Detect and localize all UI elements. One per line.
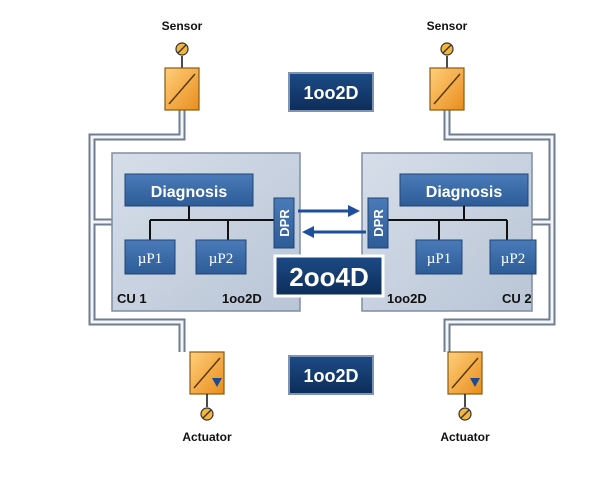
cu-name-left: CU 1 bbox=[117, 291, 147, 306]
actuator-label-left: Actuator bbox=[182, 430, 232, 444]
badge-bottom: 1oo2D bbox=[288, 355, 374, 395]
cu-mode-left: 1oo2D bbox=[222, 291, 262, 306]
actuator-arrow-icon bbox=[212, 378, 222, 387]
up1-label-left: µP1 bbox=[138, 251, 163, 267]
sensor-right: Sensor bbox=[427, 19, 468, 111]
bus-left bbox=[149, 206, 274, 240]
badge-middle-label: 2oo4D bbox=[289, 262, 368, 292]
up2-label-right: µP2 bbox=[501, 251, 526, 267]
terminal-icon bbox=[200, 407, 214, 421]
badge-middle: 2oo4D bbox=[273, 254, 385, 298]
arrow-left-head bbox=[302, 226, 314, 238]
terminal-icon bbox=[440, 42, 454, 56]
control-unit-2: Diagnosis µP1 µP2 DPR 1oo2D CU 2 bbox=[361, 152, 537, 312]
sensor-label-right: Sensor bbox=[427, 19, 468, 33]
sensor-label-left: Sensor bbox=[162, 19, 203, 33]
terminal-icon bbox=[175, 42, 189, 56]
bus-right bbox=[388, 206, 508, 240]
control-unit-1: Diagnosis µP1 µP2 DPR CU 1 1oo2D bbox=[111, 152, 301, 312]
dpr-arrows bbox=[298, 205, 366, 238]
dpr-box-left bbox=[273, 197, 295, 249]
badge-top-label: 1oo2D bbox=[303, 83, 358, 103]
wiring bbox=[88, 110, 556, 352]
dpr-label-right: DPR bbox=[371, 209, 386, 237]
badge-top: 1oo2D bbox=[288, 72, 374, 112]
actuator-label-right: Actuator bbox=[440, 430, 490, 444]
up1-label-right: µP1 bbox=[427, 251, 452, 267]
dpr-box-right bbox=[367, 197, 389, 249]
cu-name-right: CU 2 bbox=[502, 291, 532, 306]
diagnosis-label-left: Diagnosis bbox=[151, 184, 228, 201]
badge-bottom-label: 1oo2D bbox=[303, 366, 358, 386]
diagnosis-box-right bbox=[399, 173, 529, 207]
terminal-icon bbox=[458, 407, 472, 421]
dpr-label-left: DPR bbox=[277, 209, 292, 237]
sensor-left: Sensor bbox=[162, 19, 203, 111]
actuator-right: Actuator bbox=[440, 351, 490, 444]
diagnosis-label-right: Diagnosis bbox=[426, 184, 503, 201]
up2-box-right bbox=[489, 239, 537, 275]
up2-label-left: µP2 bbox=[209, 251, 234, 267]
arrow-right-head bbox=[348, 205, 360, 217]
actuator-left: Actuator bbox=[182, 351, 232, 444]
up1-box-right bbox=[415, 239, 463, 275]
up1-box-left bbox=[124, 239, 176, 275]
up2-box-left bbox=[195, 239, 247, 275]
cu-mode-right: 1oo2D bbox=[387, 291, 427, 306]
actuator-arrow-icon bbox=[470, 378, 480, 387]
